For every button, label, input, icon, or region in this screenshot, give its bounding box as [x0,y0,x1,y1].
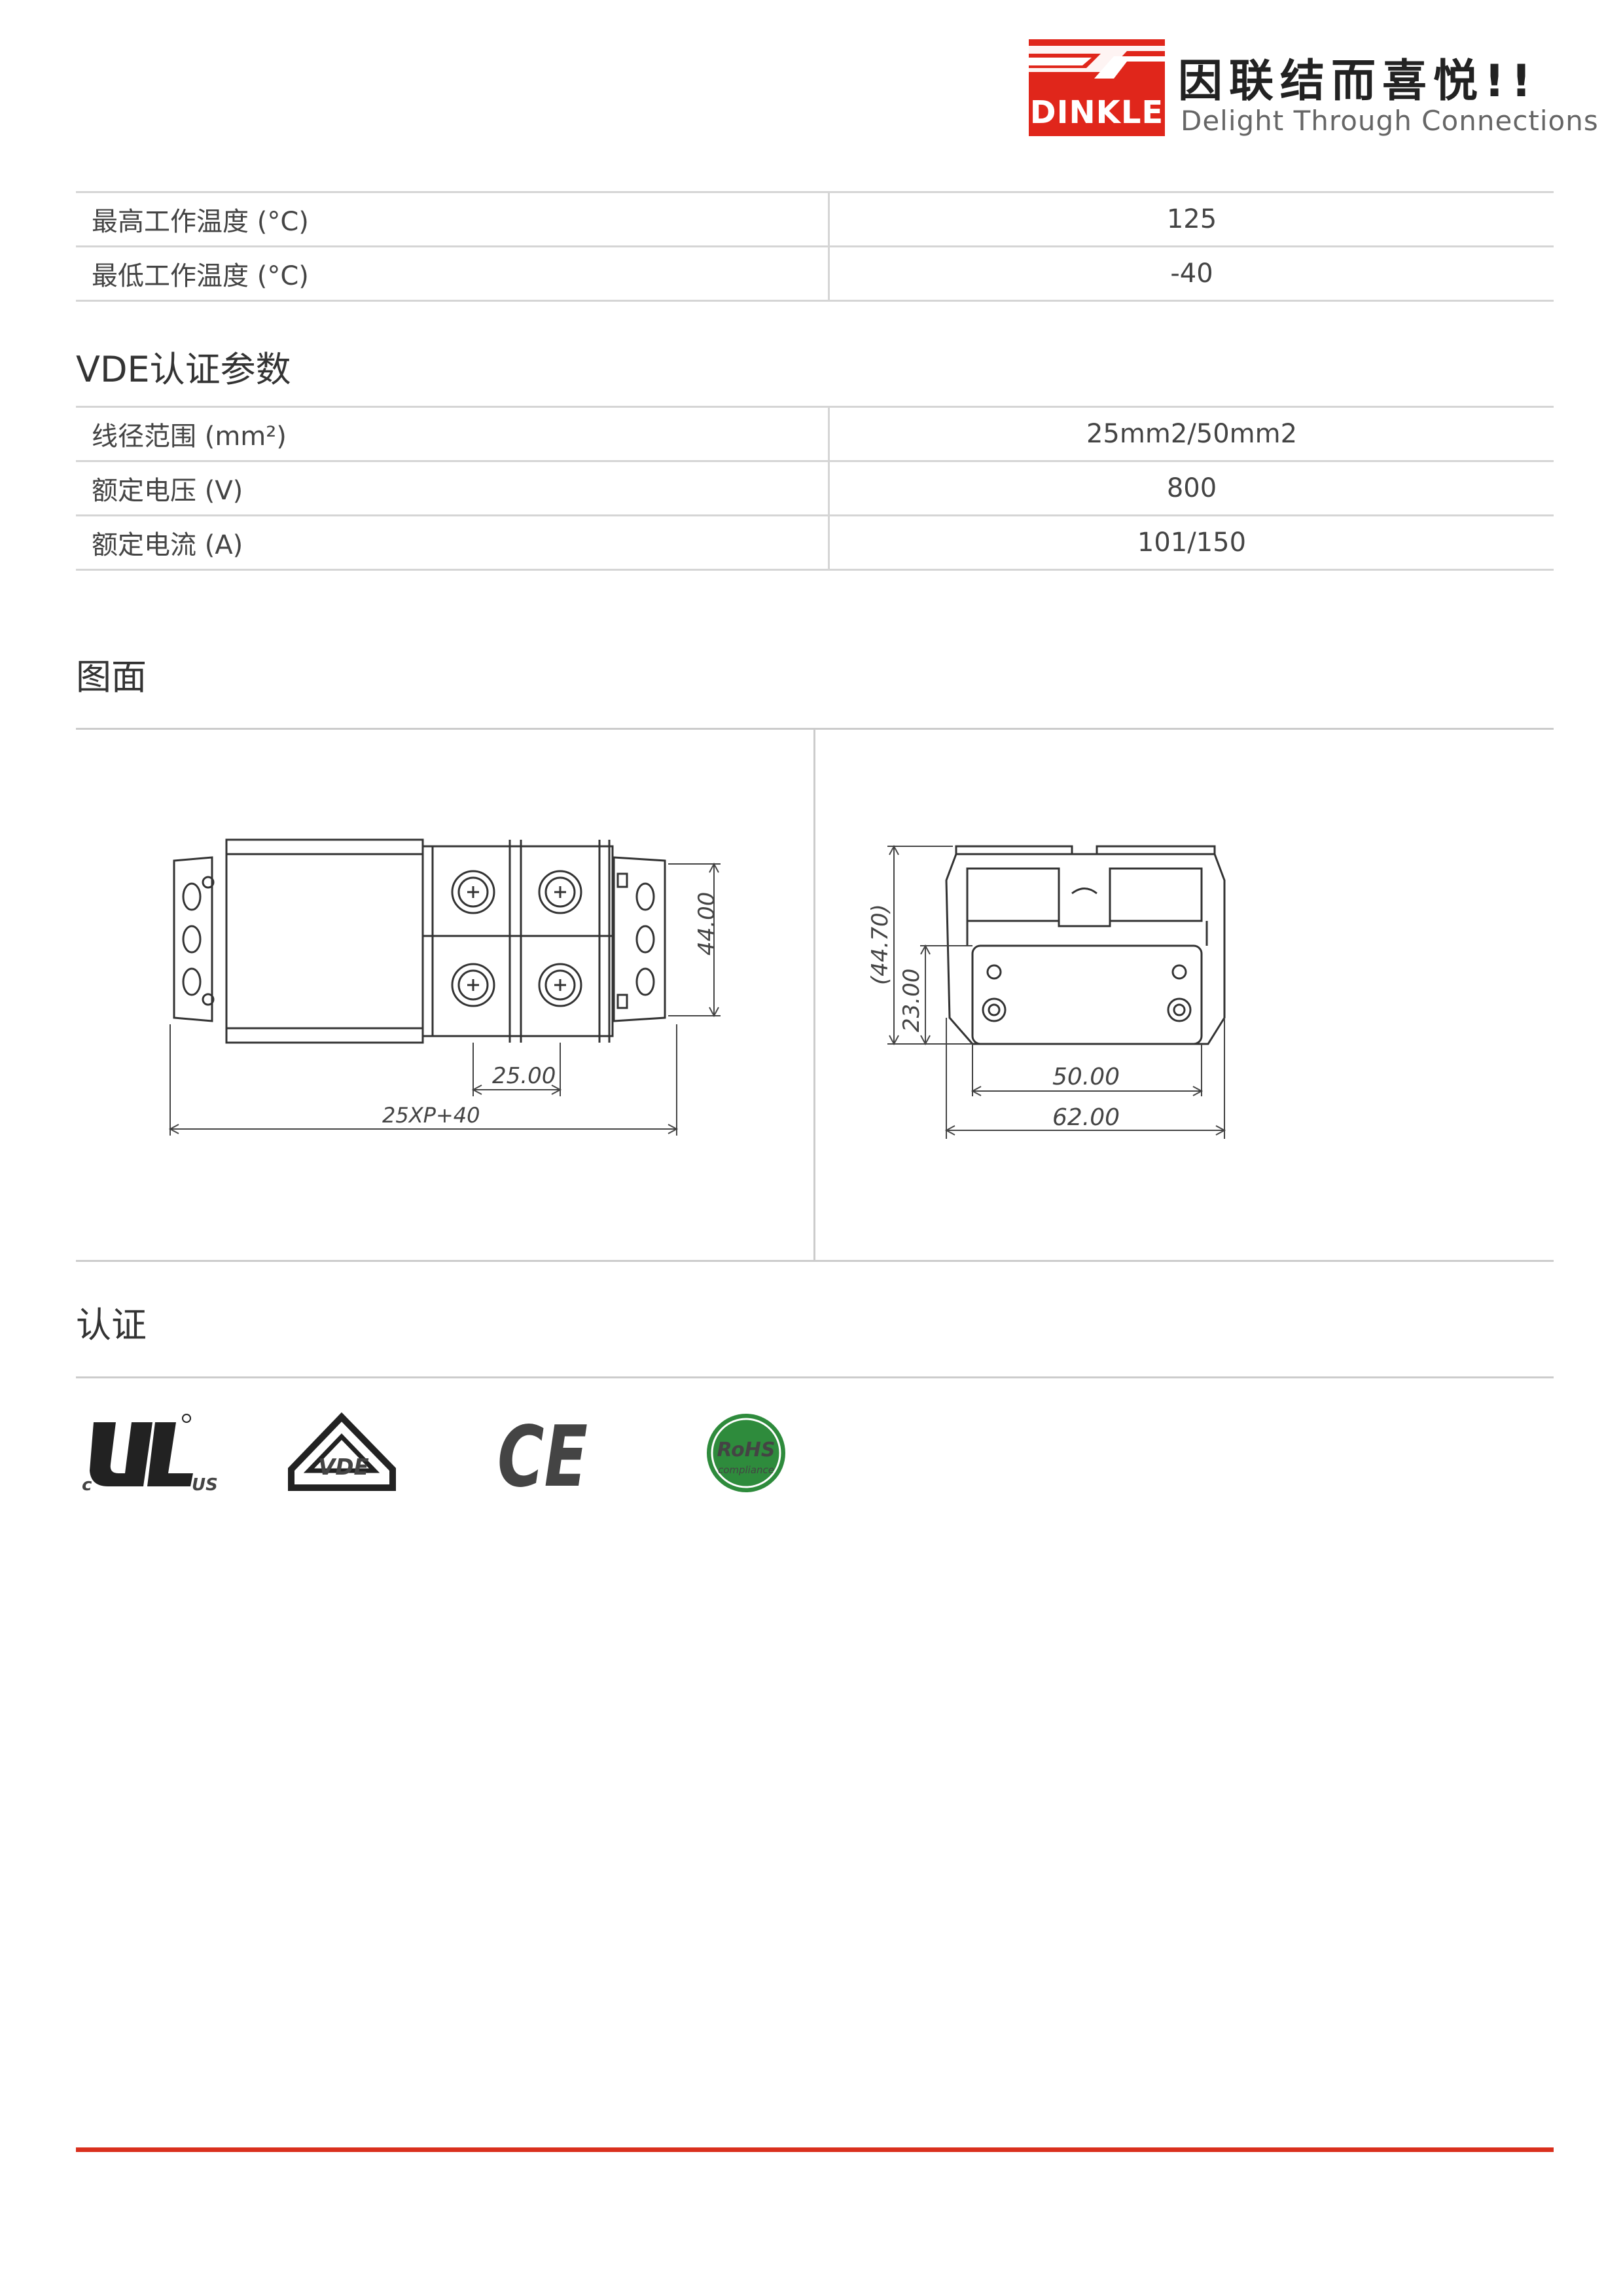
temperature-table: 最高工作温度 (°C) 125 最低工作温度 (°C) -40 [76,191,1554,302]
dim-inner-width-label: 50.00 [1052,1064,1120,1090]
dim-height-label: 44.00 [694,892,720,956]
cul-us-icon: c US [82,1410,219,1496]
dinkle-logo: DINKLE 因联结而喜悦!! Delight Through Connecti… [1029,39,1598,144]
dim-total-height-label: (44.70) [867,904,893,985]
logo-stripes-icon [1029,46,1165,79]
certification-divider [76,1376,1554,1378]
vde-section-title: VDE认证参数 [76,349,291,390]
row-value: -40 [829,246,1554,302]
table-row: 线径范围 (mm²) 25mm2/50mm2 [76,406,1554,462]
ce-icon: CE [497,1408,589,1506]
ce-text: CE [497,1410,588,1496]
table-row: 最高工作温度 (°C) 125 [76,191,1554,247]
rohs-icon: RoHS compliance [704,1410,789,1496]
certification-section-title: 认证 [76,1304,147,1346]
rohs-subtext: compliance [718,1464,774,1476]
vde-table: 线径范围 (mm²) 25mm2/50mm2 额定电压 (V) 800 额定电流… [76,406,1554,571]
drawing-divider [813,730,815,1260]
slogan-chinese: 因联结而喜悦!! [1178,56,1539,107]
table-row: 额定电压 (V) 800 [76,461,1554,516]
ul-prefix: c [82,1475,92,1495]
row-value: 25mm2/50mm2 [829,406,1554,462]
dim-pitch-label: 25.00 [492,1063,556,1089]
dim-length-label: 25XP+40 [382,1103,480,1128]
dinkle-logo-mark: DINKLE [1029,39,1165,136]
side-view-drawing: (44.70) 23.00 50.00 62.00 [867,844,1226,1139]
dim-width-label: 62.00 [1052,1104,1120,1131]
row-label: 线径范围 (mm²) [76,406,830,462]
table-row: 额定电流 (A) 101/150 [76,515,1554,571]
row-label: 最低工作温度 (°C) [76,246,830,302]
logo-wordmark: DINKLE [1029,94,1164,131]
drawing-panel: 44.00 25.00 25XP+40 [76,728,1554,1262]
dim-height-label: 23.00 [899,969,925,1032]
vde-icon: VDE [288,1410,396,1496]
row-label: 最高工作温度 (°C) [76,191,830,247]
ul-suffix: US [192,1475,218,1495]
slogan-english: Delight Through Connections [1181,105,1599,137]
footer-rule [76,2147,1554,2152]
vde-text: VDE [318,1454,369,1480]
table-row: 最低工作温度 (°C) -40 [76,246,1554,302]
drawing-section-title: 图面 [76,656,147,698]
rohs-text: RoHS [717,1439,776,1462]
row-value: 800 [829,461,1554,516]
row-value: 101/150 [829,515,1554,571]
front-view-drawing: 44.00 25.00 25XP+40 [168,838,721,1136]
row-label: 额定电流 (A) [76,515,830,571]
row-label: 额定电压 (V) [76,461,830,516]
row-value: 125 [829,191,1554,247]
